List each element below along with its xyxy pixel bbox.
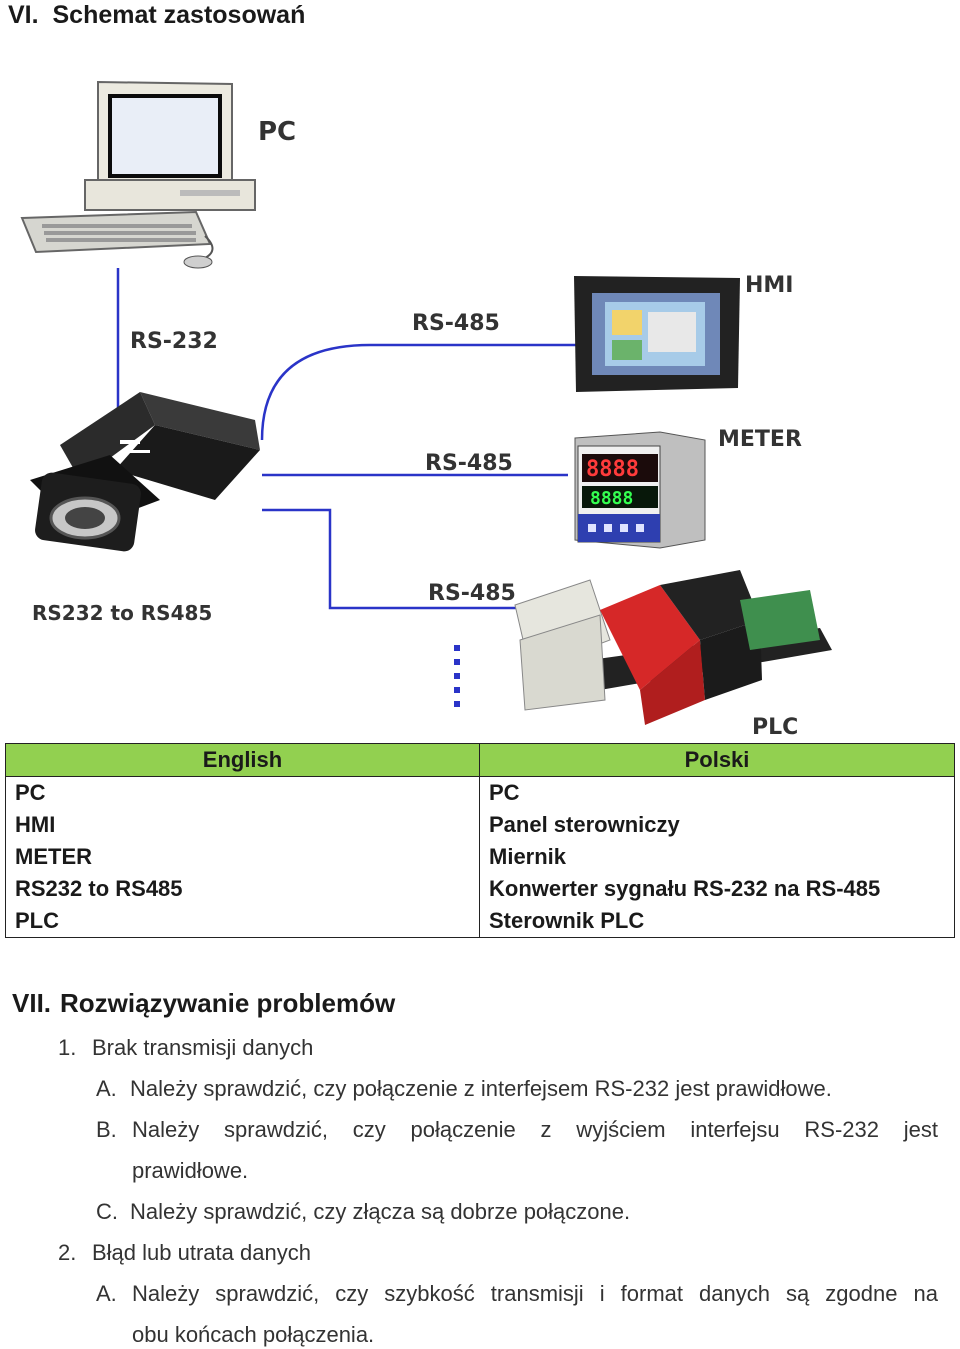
check-label: A. — [96, 1076, 117, 1101]
diagram-label-rs485-meter: RS-485 — [425, 451, 513, 476]
check-text-continued: prawidłowe. — [132, 1158, 249, 1183]
diagram-label-rs485-hmi: RS-485 — [412, 311, 500, 336]
check-text: Należy sprawdzić, czy szybkość transmisj… — [132, 1281, 938, 1306]
hmi-bus-line — [260, 343, 578, 441]
check-text: Należy sprawdzić, czy złącza są dobrze p… — [130, 1199, 631, 1224]
diagram-label-rs232: RS-232 — [130, 329, 218, 354]
diagram-label-hmi: HMI — [745, 273, 794, 298]
cell-english: METER — [5, 841, 480, 873]
section-7-number: VII. — [12, 988, 52, 1018]
pc-icon — [20, 80, 256, 269]
check-label: C. — [96, 1199, 118, 1224]
diagram-label-rs485-plc: RS-485 — [428, 581, 516, 606]
check-text-continued: obu końcach połączenia. — [132, 1322, 375, 1347]
hmi-icon — [574, 276, 740, 392]
check-label: B. — [96, 1117, 117, 1142]
check-text: Należy sprawdzić, czy połączenie z wyjśc… — [132, 1117, 938, 1142]
problem-2-number: 2. — [58, 1240, 77, 1265]
cell-english: RS232 to RS485 — [5, 873, 480, 905]
cell-polski: Panel sterowniczy — [479, 809, 955, 841]
problem-1-title: Brak transmisji danych — [92, 1035, 314, 1060]
table-row: PLC Sterownik PLC — [5, 905, 955, 938]
check-text: Należy sprawdzić, czy połączenie z inter… — [130, 1076, 832, 1101]
diagram-label-pc: PC — [258, 117, 296, 147]
check-label: A. — [96, 1281, 117, 1306]
meter-display-top: 8888 — [586, 457, 639, 482]
diagram-label-converter: RS232 to RS485 — [32, 601, 212, 625]
section-6-number: VI. — [8, 1, 39, 29]
cell-polski: PC — [479, 776, 955, 809]
problem-2-title: Błąd lub utrata danych — [92, 1240, 311, 1265]
table-row: RS232 to RS485 Konwerter sygnału RS-232 … — [5, 873, 955, 905]
cell-polski: Konwerter sygnału RS-232 na RS-485 — [479, 873, 955, 905]
converter-icon — [30, 392, 260, 552]
diagram-label-meter: METER — [718, 427, 802, 452]
problem-1-number: 1. — [58, 1035, 77, 1060]
cell-english: HMI — [5, 809, 480, 841]
plc-bus-line — [262, 508, 530, 610]
cell-polski: Miernik — [479, 841, 955, 873]
terms-table-header: English Polski — [5, 743, 955, 777]
section-6-title: Schemat zastosowań — [52, 1, 306, 29]
cell-english: PLC — [5, 905, 480, 938]
table-row: PC PC — [5, 776, 955, 809]
problem-1-check-c: C. Należy sprawdzić, czy złącza są dobrze… — [96, 1198, 630, 1226]
section-6-heading: VI. Schemat zastosowań — [8, 0, 305, 30]
plc-icon — [514, 570, 832, 725]
application-diagram: 8888 8888 PC RS-232 RS-485 RS-485 RS-485… — [20, 80, 832, 740]
diagram-label-plc: PLC — [752, 715, 798, 740]
cell-english: PC — [5, 776, 480, 809]
table-row: METER Miernik — [5, 841, 955, 873]
meter-icon: 8888 8888 — [574, 431, 706, 549]
problem-1-check-a: A. Należy sprawdzić, czy połączenie z int… — [96, 1075, 832, 1103]
terms-table: English Polski PC PC HMI Panel sterownic… — [5, 743, 955, 938]
meter-display-bottom: 8888 — [590, 488, 633, 509]
problem-1-check-b: B. — [96, 1116, 130, 1144]
problem-1-heading: 1. Brak transmisji danych — [58, 1034, 313, 1062]
header-english: English — [5, 743, 480, 777]
section-7-heading: VII. Rozwiązywanie problemów — [12, 988, 395, 1019]
problem-2-check-a: A. — [96, 1280, 130, 1308]
header-polski: Polski — [479, 743, 955, 777]
section-7-title: Rozwiązywanie problemów — [60, 988, 396, 1018]
table-row: HMI Panel sterowniczy — [5, 809, 955, 841]
bus-continuation-dots — [454, 645, 460, 707]
cell-polski: Sterownik PLC — [479, 905, 955, 938]
problem-2-heading: 2. Błąd lub utrata danych — [58, 1239, 311, 1267]
